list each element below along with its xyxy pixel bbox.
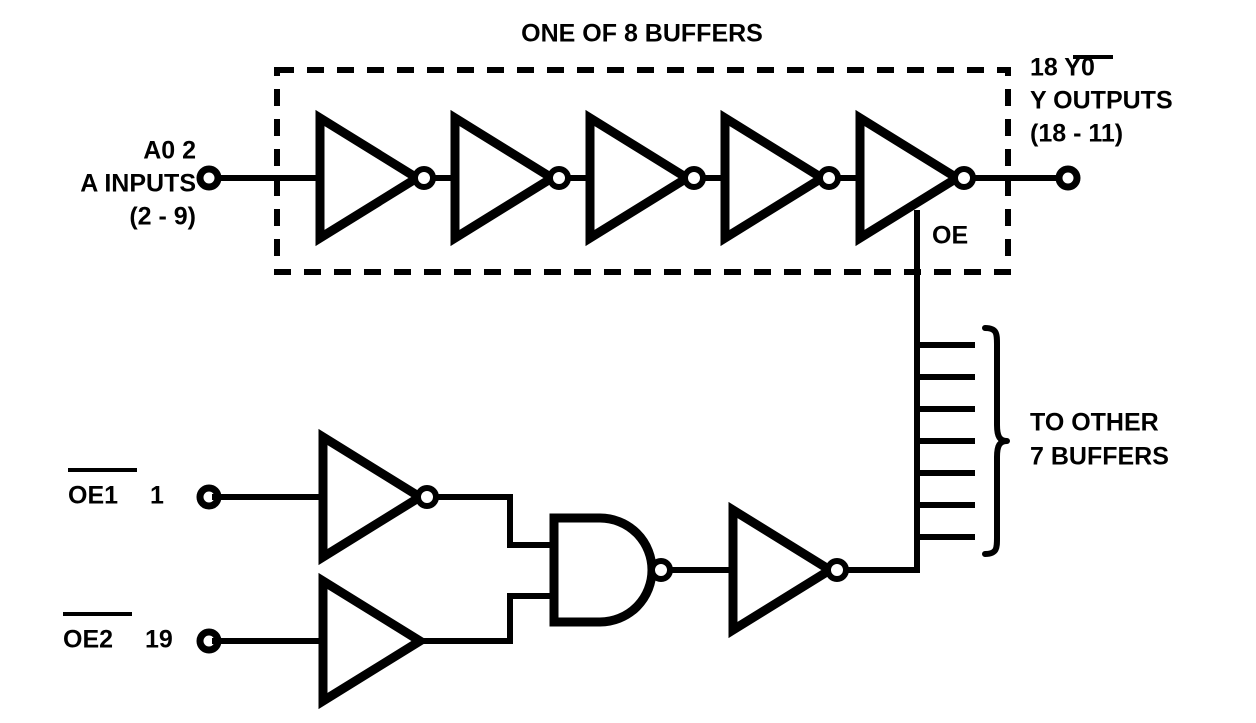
inverter-enable-output bbox=[728, 501, 839, 639]
inverter-bubble-2 bbox=[547, 166, 571, 190]
label-output-y-name: Y OUTPUTS bbox=[1030, 87, 1173, 115]
inverter-stage-1 bbox=[315, 109, 426, 247]
label-input-a0-pin: A0 2 bbox=[143, 137, 196, 165]
inverter-oe1 bbox=[318, 428, 429, 566]
pin-a0-input bbox=[196, 165, 222, 191]
label-oe2-name: OE2 bbox=[63, 626, 113, 654]
inverter-stage-4 bbox=[720, 109, 831, 247]
inverter-stage-2 bbox=[450, 109, 561, 247]
label-fanout-line2: 7 BUFFERS bbox=[1030, 443, 1169, 471]
diagram-title: ONE OF 8 BUFFERS bbox=[521, 20, 763, 48]
and-gate-enable bbox=[549, 513, 657, 627]
inverter-stage-5-three-state bbox=[855, 109, 966, 247]
label-oe1-pin: 1 bbox=[150, 482, 164, 510]
inverter-bubble-enable-output bbox=[825, 558, 849, 582]
inverter-bubble-1 bbox=[412, 166, 436, 190]
label-oe1-name: OE1 bbox=[68, 482, 118, 510]
one-of-8-buffers-boundary bbox=[274, 67, 1011, 275]
label-oe-control: OE bbox=[932, 222, 968, 250]
label-oe2-pin: 19 bbox=[145, 626, 173, 654]
buffer-oe2 bbox=[318, 572, 429, 710]
pin-y0-output bbox=[1055, 165, 1081, 191]
inverter-bubble-5 bbox=[952, 166, 976, 190]
and-gate-output-bubble bbox=[649, 558, 673, 582]
wire-oe2-to-and bbox=[418, 593, 554, 644]
label-fanout-line1: TO OTHER bbox=[1030, 409, 1159, 437]
label-input-a-name: A INPUTS bbox=[80, 170, 196, 198]
label-output-y0-pin: 18 Y0 bbox=[1030, 54, 1095, 82]
inverter-bubble-3 bbox=[682, 166, 706, 190]
inverter-bubble-oe1 bbox=[415, 485, 439, 509]
fanout-curly-brace bbox=[982, 325, 1010, 557]
label-output-y-range: (18 - 11) bbox=[1030, 120, 1123, 148]
inverter-bubble-4 bbox=[817, 166, 841, 190]
label-input-a-range: (2 - 9) bbox=[129, 203, 196, 231]
wire-oe1-to-and bbox=[435, 494, 554, 548]
inverter-stage-3 bbox=[585, 109, 696, 247]
